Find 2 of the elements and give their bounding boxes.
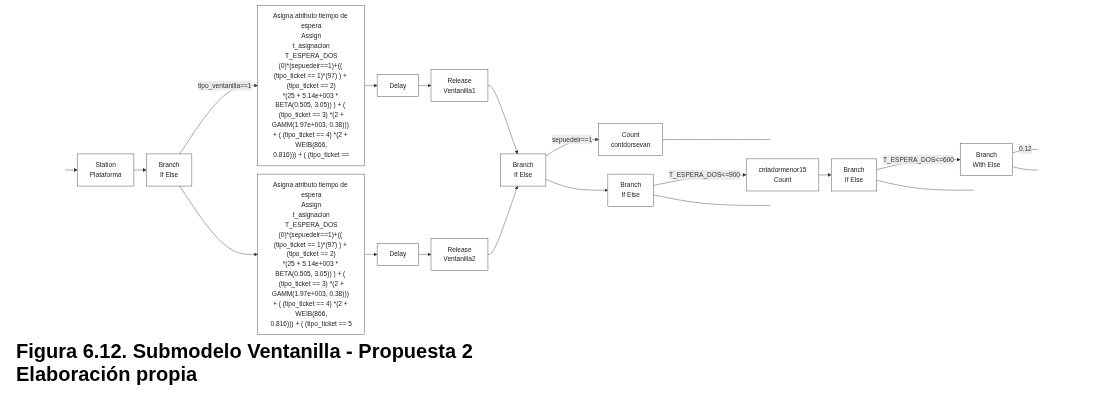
caption-note: Elaboración propia (16, 363, 199, 386)
figure-caption: Figura 6.12. Submodelo Ventanilla - Propuesta 2 (16, 340, 474, 363)
